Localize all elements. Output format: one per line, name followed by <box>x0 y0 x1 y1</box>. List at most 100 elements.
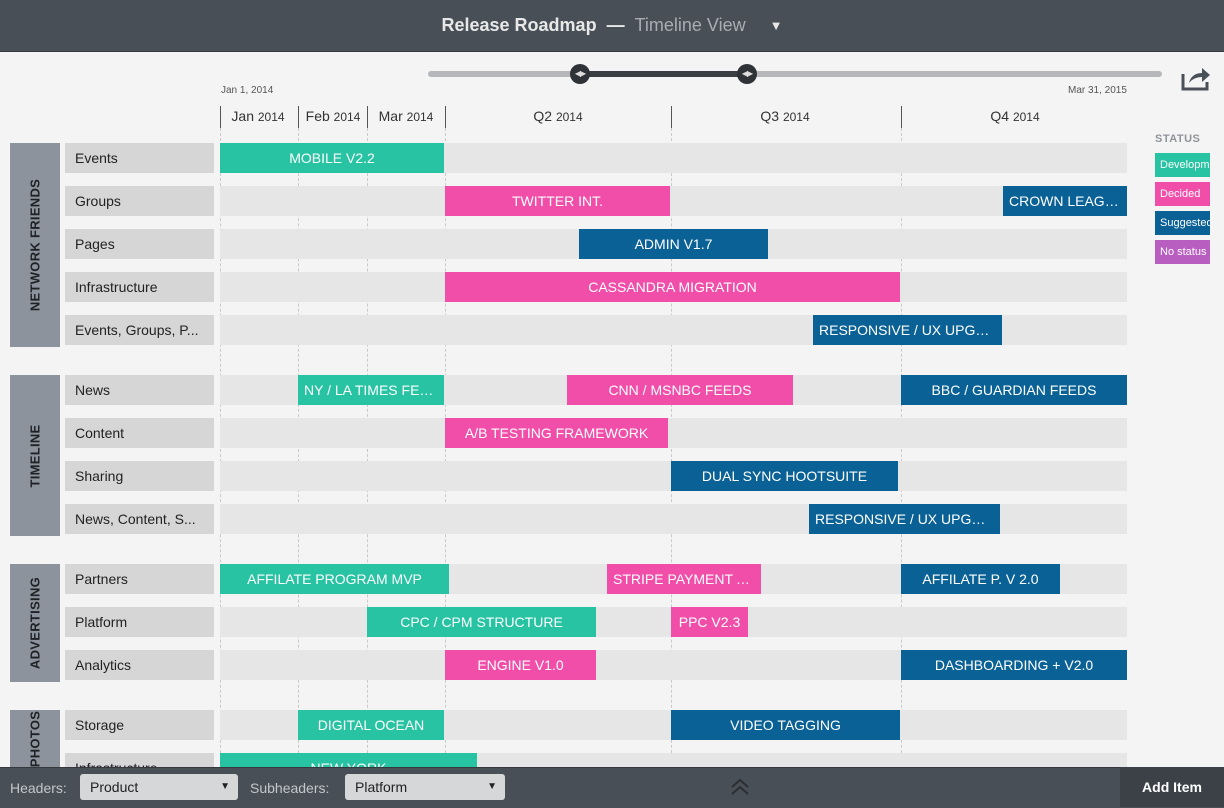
row-track <box>220 186 1127 216</box>
grid-line <box>220 128 221 768</box>
headers-select[interactable]: Product ▼ <box>80 774 238 800</box>
add-item-button[interactable]: Add Item <box>1120 767 1224 807</box>
roadmap-item-bar[interactable]: TWITTER INT. <box>445 186 670 216</box>
view-name: Timeline View <box>634 15 746 35</box>
column-header-year: 2014 <box>333 110 361 124</box>
roadmap-item-bar[interactable]: VIDEO TAGGING <box>671 710 900 740</box>
footer-bar: Headers: Product ▼ Subheaders: Platform … <box>0 767 1224 808</box>
column-divider <box>671 106 672 128</box>
row-label[interactable]: Sharing <box>65 461 214 491</box>
column-divider <box>901 106 902 128</box>
group-header[interactable]: PHOTOS <box>10 710 60 767</box>
title-area[interactable]: Release Roadmap — Timeline View ▼ <box>0 0 1224 51</box>
group-header-label: PHOTOS <box>27 710 43 767</box>
roadmap-item-bar[interactable]: STRIPE PAYMENT A... <box>607 564 761 594</box>
grid-line <box>298 128 299 768</box>
legend-title: STATUS <box>1155 133 1201 145</box>
top-bar: Release Roadmap — Timeline View ▼ <box>0 0 1224 52</box>
roadmap-item-bar[interactable]: CROWN LEAGUE <box>1003 186 1127 216</box>
roadmap-item-bar[interactable]: ADMIN V1.7 <box>579 229 768 259</box>
double-chevron-up-icon[interactable] <box>729 777 751 797</box>
column-header-year: 2014 <box>555 110 583 124</box>
roadmap-item-bar[interactable]: DUAL SYNC HOOTSUITE <box>671 461 898 491</box>
row-track <box>220 418 1127 448</box>
range-end-date: Mar 31, 2015 <box>1068 85 1127 96</box>
row-label[interactable]: Events <box>65 143 214 173</box>
column-header: Jan 2014 <box>218 108 298 124</box>
legend-item[interactable]: Developm <box>1155 153 1210 177</box>
column-header-name: Jan <box>231 108 254 124</box>
roadmap-item-bar[interactable]: CPC / CPM STRUCTURE <box>367 607 596 637</box>
grid-line <box>901 128 902 768</box>
grid-line <box>367 128 368 768</box>
roadmap-item-bar[interactable]: ENGINE V1.0 <box>445 650 596 680</box>
legend-item[interactable]: Suggested <box>1155 211 1210 235</box>
roadmap-item-bar[interactable]: DASHBOARDING + V2.0 <box>901 650 1127 680</box>
roadmap-item-bar[interactable]: RESPONSIVE / UX UPGRA... <box>813 315 1002 345</box>
headers-select-value: Product <box>90 779 139 795</box>
row-label[interactable]: Pages <box>65 229 214 259</box>
subheaders-select-value: Platform <box>355 779 408 795</box>
title-separator: — <box>606 15 625 35</box>
column-header-name: Q4 <box>990 108 1010 124</box>
slider-handle-start[interactable]: ◀▶ <box>570 64 590 84</box>
column-divider <box>298 106 299 128</box>
slider-handle-end[interactable]: ◀▶ <box>737 64 757 84</box>
roadmap-item-bar[interactable]: RESPONSIVE / UX UPGRA... <box>809 504 1000 534</box>
share-icon[interactable] <box>1180 64 1212 92</box>
roadmap-title: Release Roadmap <box>441 15 597 35</box>
row-label[interactable]: News <box>65 375 214 405</box>
chevron-down-icon: ▼ <box>487 781 497 792</box>
range-start-date: Jan 1, 2014 <box>221 85 274 96</box>
row-label[interactable]: Groups <box>65 186 214 216</box>
row-label[interactable]: Infrastructure <box>65 272 214 302</box>
column-header-name: Q2 <box>533 108 553 124</box>
row-label[interactable]: Events, Groups, P... <box>65 315 214 345</box>
roadmap-item-bar[interactable]: PPC V2.3 <box>671 607 748 637</box>
headers-label: Headers: <box>10 780 67 796</box>
roadmap-item-bar[interactable]: MOBILE V2.2 <box>220 143 444 173</box>
legend-item[interactable]: No status <box>1155 240 1210 264</box>
column-header-year: 2014 <box>406 110 434 124</box>
column-header-name: Mar <box>378 108 403 124</box>
group-header[interactable]: NETWORK FRIENDS <box>10 143 60 347</box>
roadmap-item-bar[interactable]: NY / LA TIMES FEE... <box>298 375 444 405</box>
column-header-name: Q3 <box>760 108 780 124</box>
roadmap-item-bar[interactable]: CNN / MSNBC FEEDS <box>567 375 793 405</box>
roadmap-item-bar[interactable]: AFFILATE PROGRAM MVP <box>220 564 449 594</box>
roadmap-item-bar[interactable]: CASSANDRA MIGRATION <box>445 272 900 302</box>
row-label[interactable]: Partners <box>65 564 214 594</box>
column-header: Mar 2014 <box>366 108 446 124</box>
column-header: Feb 2014 <box>293 108 373 124</box>
group-header[interactable]: ADVERTISING <box>10 564 60 682</box>
roadmap-item-bar[interactable]: A/B TESTING FRAMEWORK <box>445 418 668 448</box>
grid-line <box>445 128 446 768</box>
chevron-down-icon[interactable]: ▼ <box>769 18 783 33</box>
column-header: Q4 2014 <box>975 108 1055 124</box>
row-label[interactable]: Analytics <box>65 650 214 680</box>
group-header[interactable]: TIMELINE <box>10 375 60 536</box>
row-label[interactable]: Platform <box>65 607 214 637</box>
timeline-range-slider[interactable] <box>428 71 1162 77</box>
grid-line <box>671 128 672 768</box>
column-header-year: 2014 <box>1012 110 1040 124</box>
subheaders-select[interactable]: Platform ▼ <box>345 774 505 800</box>
column-header: Q3 2014 <box>745 108 825 124</box>
group-header-label: ADVERTISING <box>27 576 43 670</box>
row-label[interactable]: Content <box>65 418 214 448</box>
row-label[interactable]: News, Content, S... <box>65 504 214 534</box>
column-divider <box>445 106 446 128</box>
row-label[interactable]: Storage <box>65 710 214 740</box>
roadmap-item-bar[interactable]: DIGITAL OCEAN <box>298 710 444 740</box>
roadmap-item-bar[interactable]: BBC / GUARDIAN FEEDS <box>901 375 1127 405</box>
group-header-label: NETWORK FRIENDS <box>27 178 43 312</box>
legend-item[interactable]: Decided <box>1155 182 1210 206</box>
chevron-down-icon: ▼ <box>220 781 230 792</box>
subheaders-label: Subheaders: <box>250 780 330 796</box>
column-divider <box>367 106 368 128</box>
roadmap-item-bar[interactable]: AFFILATE P. V 2.0 <box>901 564 1060 594</box>
group-header-label: TIMELINE <box>27 423 43 488</box>
column-header: Q2 2014 <box>518 108 598 124</box>
slider-selected-range[interactable] <box>580 71 747 77</box>
column-header-year: 2014 <box>257 110 285 124</box>
